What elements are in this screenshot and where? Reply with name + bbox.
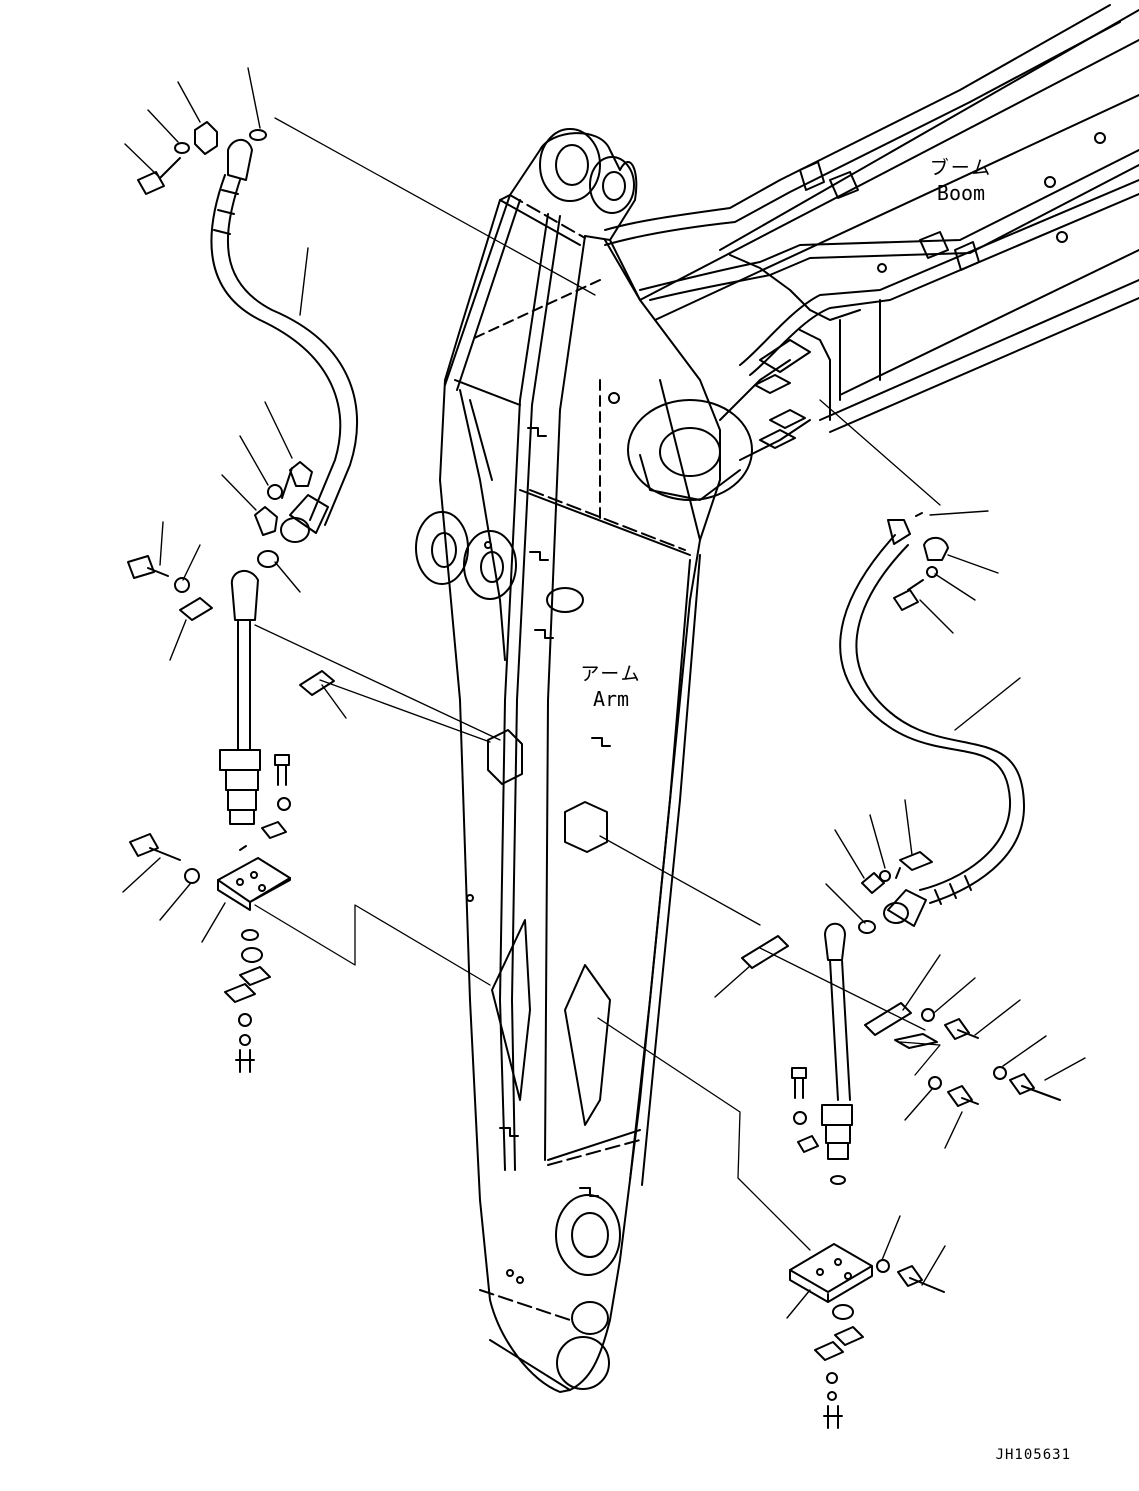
arm-structure [416,129,720,1392]
arm-label-jp: アーム [580,663,642,685]
assembly-lines [255,118,940,1250]
boom-label-en: Boom [936,181,986,205]
left-hose-assembly [128,122,357,1072]
boom-pipes [605,5,1139,375]
boom-label-jp: ブーム [929,157,993,179]
arm-label-en: Arm [592,687,630,711]
drawing-id: JH105631 [995,1447,1071,1463]
right-hose-assembly [742,513,1060,1428]
leader-lines [123,68,1085,1318]
